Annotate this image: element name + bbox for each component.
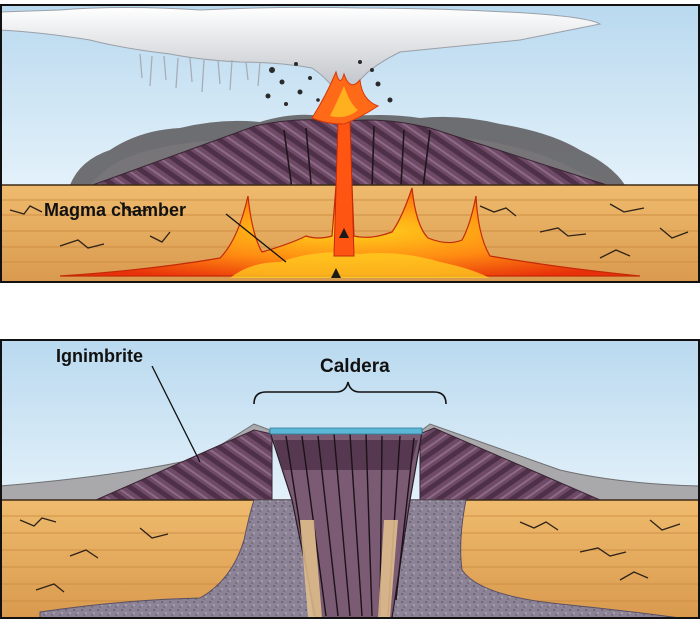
ignimbrite-leader	[151, 365, 201, 463]
eruption-panel: Magma chamber	[0, 5, 700, 282]
ash-plume	[0, 6, 602, 99]
volcanic-bombs	[265, 60, 393, 106]
ash-fall-streaks	[139, 53, 261, 93]
ground-cracks	[9, 201, 689, 269]
ground-cracks	[19, 517, 681, 593]
caldera-bracket	[253, 381, 447, 405]
ignimbrite-label: Ignimbrite	[56, 346, 143, 366]
caldera-lake	[269, 427, 423, 435]
caldera-label: Caldera	[320, 356, 390, 377]
caldera-panel: Caldera Ignimbrite	[0, 340, 700, 618]
magma-chamber-leader	[225, 213, 287, 263]
panel-frame-bottom	[0, 339, 700, 619]
magma-chamber-label: Magma chamber	[44, 200, 186, 220]
upflow-arrows	[331, 228, 349, 278]
panel-frame-top	[0, 4, 700, 283]
